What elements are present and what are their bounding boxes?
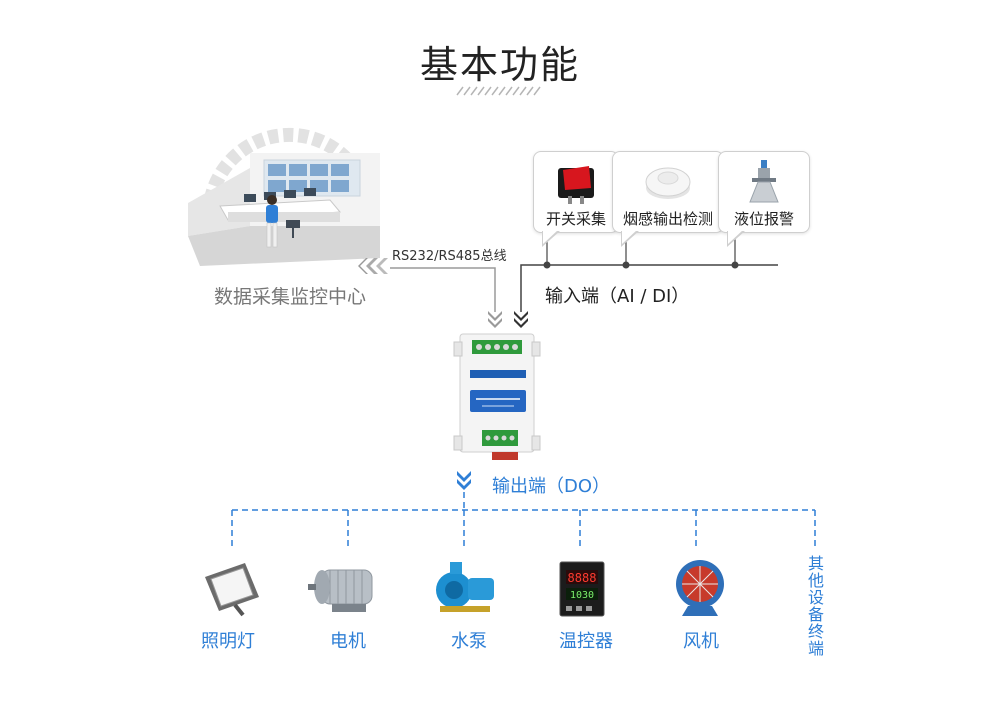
smoke-detector-icon: [645, 167, 691, 199]
floodlight-icon: [205, 563, 259, 617]
io-module-device: [453, 333, 541, 460]
sensor-label-smoke: 烟感输出检测: [622, 210, 713, 228]
sensor-card-level: 液位报警: [718, 151, 810, 247]
control-center-label: 数据采集监控中心: [213, 286, 366, 308]
fan-icon: [676, 560, 724, 616]
sensor-label-switch: 开关采集: [545, 210, 606, 228]
device-label-pump: 水泵: [451, 631, 487, 652]
sensor-label-level: 液位报警: [733, 210, 794, 228]
svg-text:1030: 1030: [570, 590, 594, 601]
sensor-card-smoke: 烟感输出检测: [612, 151, 724, 247]
bus-left-arrows-icon: [358, 258, 388, 274]
device-label-fan: 风机: [683, 631, 719, 652]
svg-text:8888: 8888: [568, 571, 597, 585]
rocker-switch-icon: [558, 166, 594, 204]
radar-level-sensor-icon: [749, 160, 779, 203]
device-label-motor: 电机: [330, 631, 366, 652]
thermostat-icon: 8888 1030: [559, 561, 605, 617]
page-title: 基本功能: [419, 43, 580, 87]
motor-icon: [308, 569, 373, 612]
sensor-card-switch: 开关采集: [533, 151, 619, 247]
bus-label: RS232/RS485总线: [392, 249, 507, 264]
device-label-other: 其他设备终端: [807, 554, 824, 658]
title-underline-decoration: [456, 86, 541, 96]
input-label: 输入端（AI / DI）: [545, 286, 690, 307]
water-pump-icon: [436, 562, 494, 612]
control-room-illustration: [188, 127, 380, 266]
output-label: 输出端（DO）: [492, 476, 611, 497]
device-label-light: 照明灯: [201, 631, 255, 652]
device-label-thermostat: 温控器: [559, 631, 613, 652]
